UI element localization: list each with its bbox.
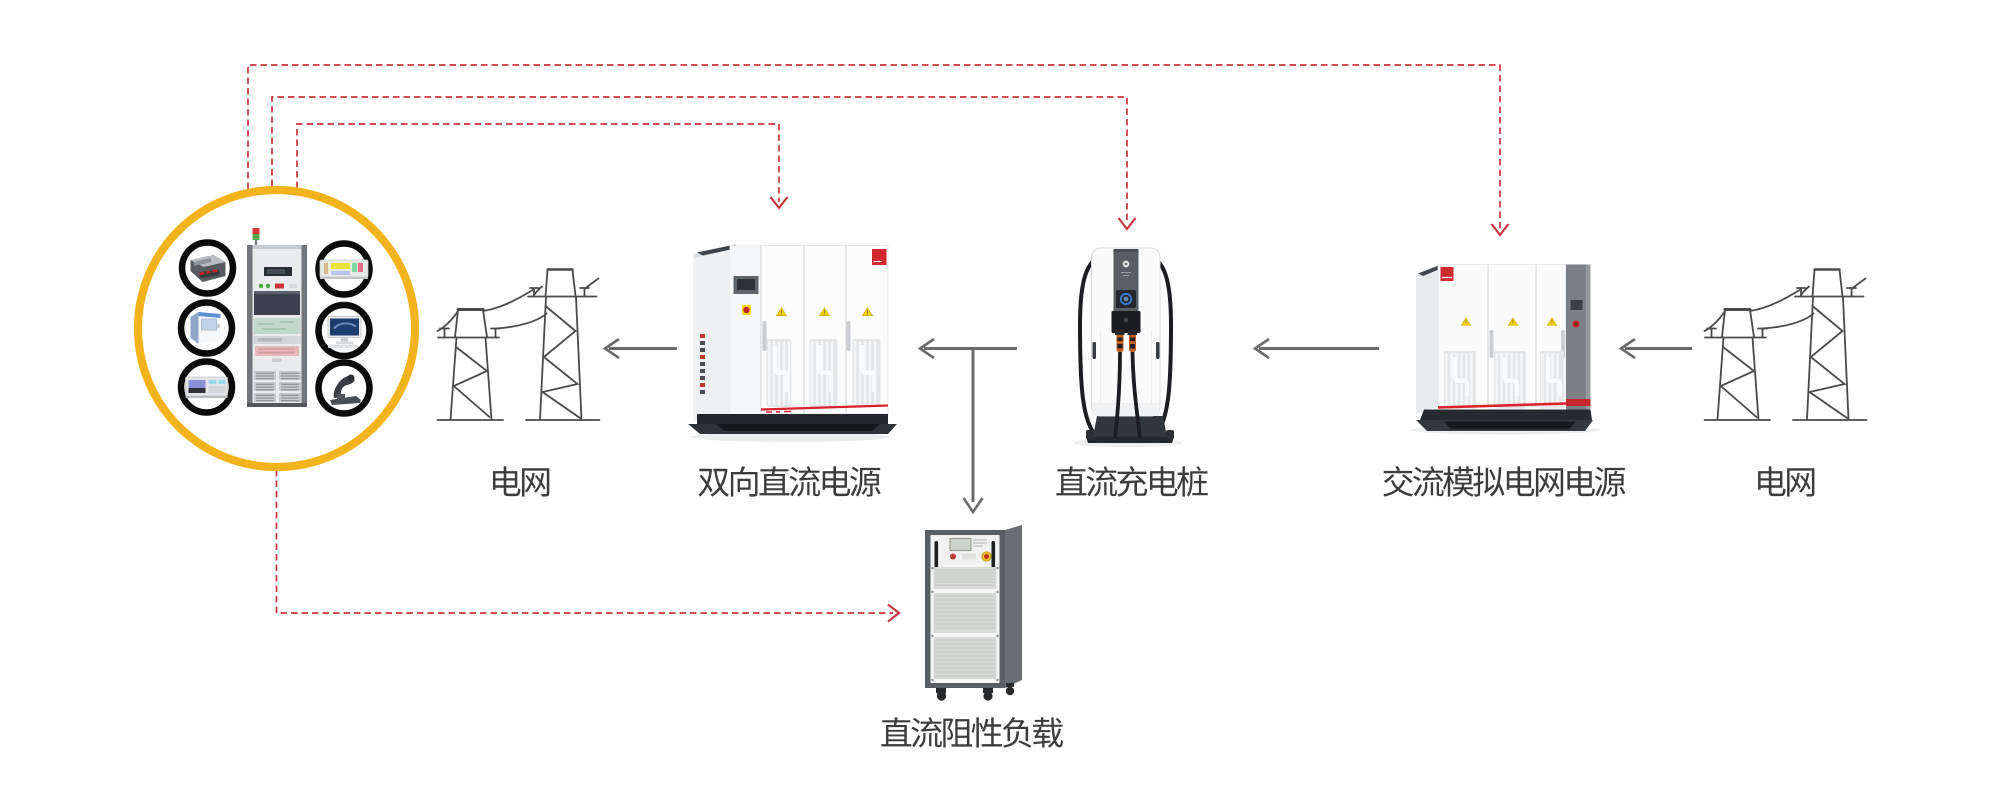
svg-text:!: ! — [1551, 320, 1552, 326]
svg-text:!: ! — [824, 310, 826, 316]
svg-text:!: ! — [1512, 320, 1513, 326]
svg-text:!: ! — [781, 310, 783, 316]
svg-text:!: ! — [867, 310, 869, 316]
svg-text:!: ! — [1465, 320, 1466, 326]
